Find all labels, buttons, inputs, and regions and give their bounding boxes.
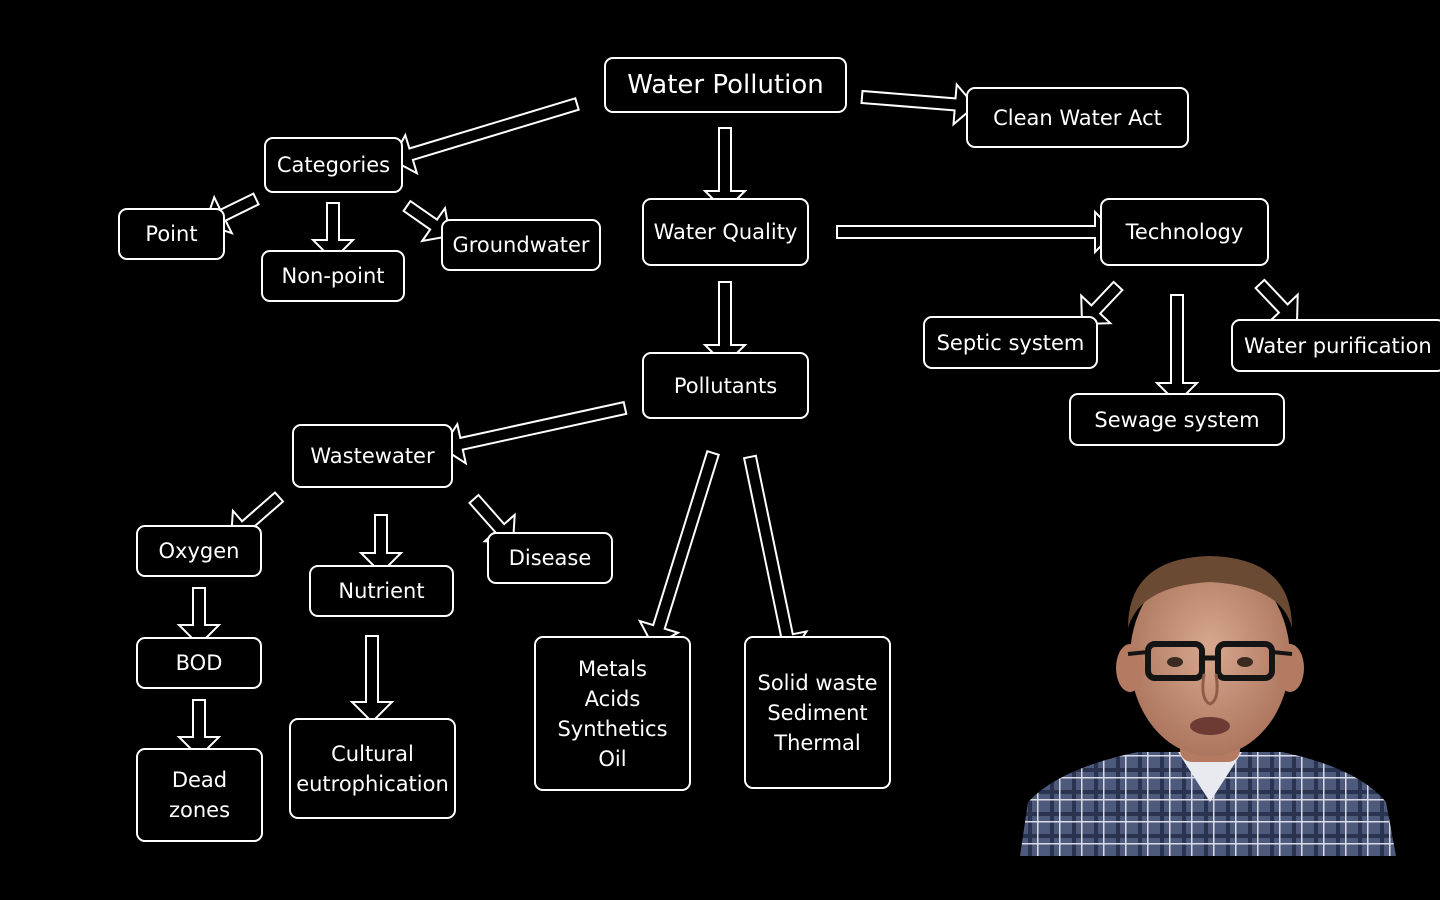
arrow-pollutants-to-metals-group xyxy=(637,449,720,648)
node-water-pollution: Water Pollution xyxy=(604,57,847,113)
arrow-nutrient-to-cultural-eutrophication xyxy=(349,635,395,724)
node-septic-system: Septic system xyxy=(923,316,1098,369)
arrow-water-quality-to-technology xyxy=(836,209,1117,255)
node-dead-zones: Dead zones xyxy=(136,748,263,842)
arrow-title-to-categories xyxy=(390,97,580,176)
node-solid-waste-sediment-thermal: Solid waste Sediment Thermal xyxy=(744,636,891,789)
arrow-technology-to-sewage-system xyxy=(1154,294,1200,405)
node-groundwater: Groundwater xyxy=(441,219,601,271)
node-point: Point xyxy=(118,208,225,260)
arrow-title-to-clean-water-act xyxy=(860,82,977,127)
node-water-quality: Water Quality xyxy=(642,198,809,266)
node-pollutants: Pollutants xyxy=(642,352,809,419)
node-clean-water-act: Clean Water Act xyxy=(966,87,1189,148)
node-wastewater: Wastewater xyxy=(292,424,453,488)
node-cultural-eutrophication: Cultural eutrophication xyxy=(289,718,456,819)
node-nutrient: Nutrient xyxy=(309,565,454,617)
node-metals-acids-synthetics-oil: Metals Acids Synthetics Oil xyxy=(534,636,691,791)
node-non-point: Non-point xyxy=(261,250,405,302)
node-water-purification: Water purification xyxy=(1231,319,1440,372)
arrow-oxygen-to-bod xyxy=(176,587,222,647)
node-categories: Categories xyxy=(264,137,403,193)
arrow-technology-to-water-purification xyxy=(1254,278,1299,325)
node-disease: Disease xyxy=(487,532,613,584)
node-sewage-system: Sewage system xyxy=(1069,393,1285,446)
presenter-photo xyxy=(1020,556,1396,856)
arrow-pollutants-to-wastewater xyxy=(440,400,628,466)
node-technology: Technology xyxy=(1100,198,1269,266)
arrow-wastewater-to-nutrient xyxy=(358,514,404,575)
node-oxygen: Oxygen xyxy=(136,525,262,577)
arrow-bod-to-dead-zones xyxy=(176,699,222,759)
node-bod: BOD xyxy=(136,637,262,689)
arrow-pollutants-to-solid-group xyxy=(742,454,809,657)
